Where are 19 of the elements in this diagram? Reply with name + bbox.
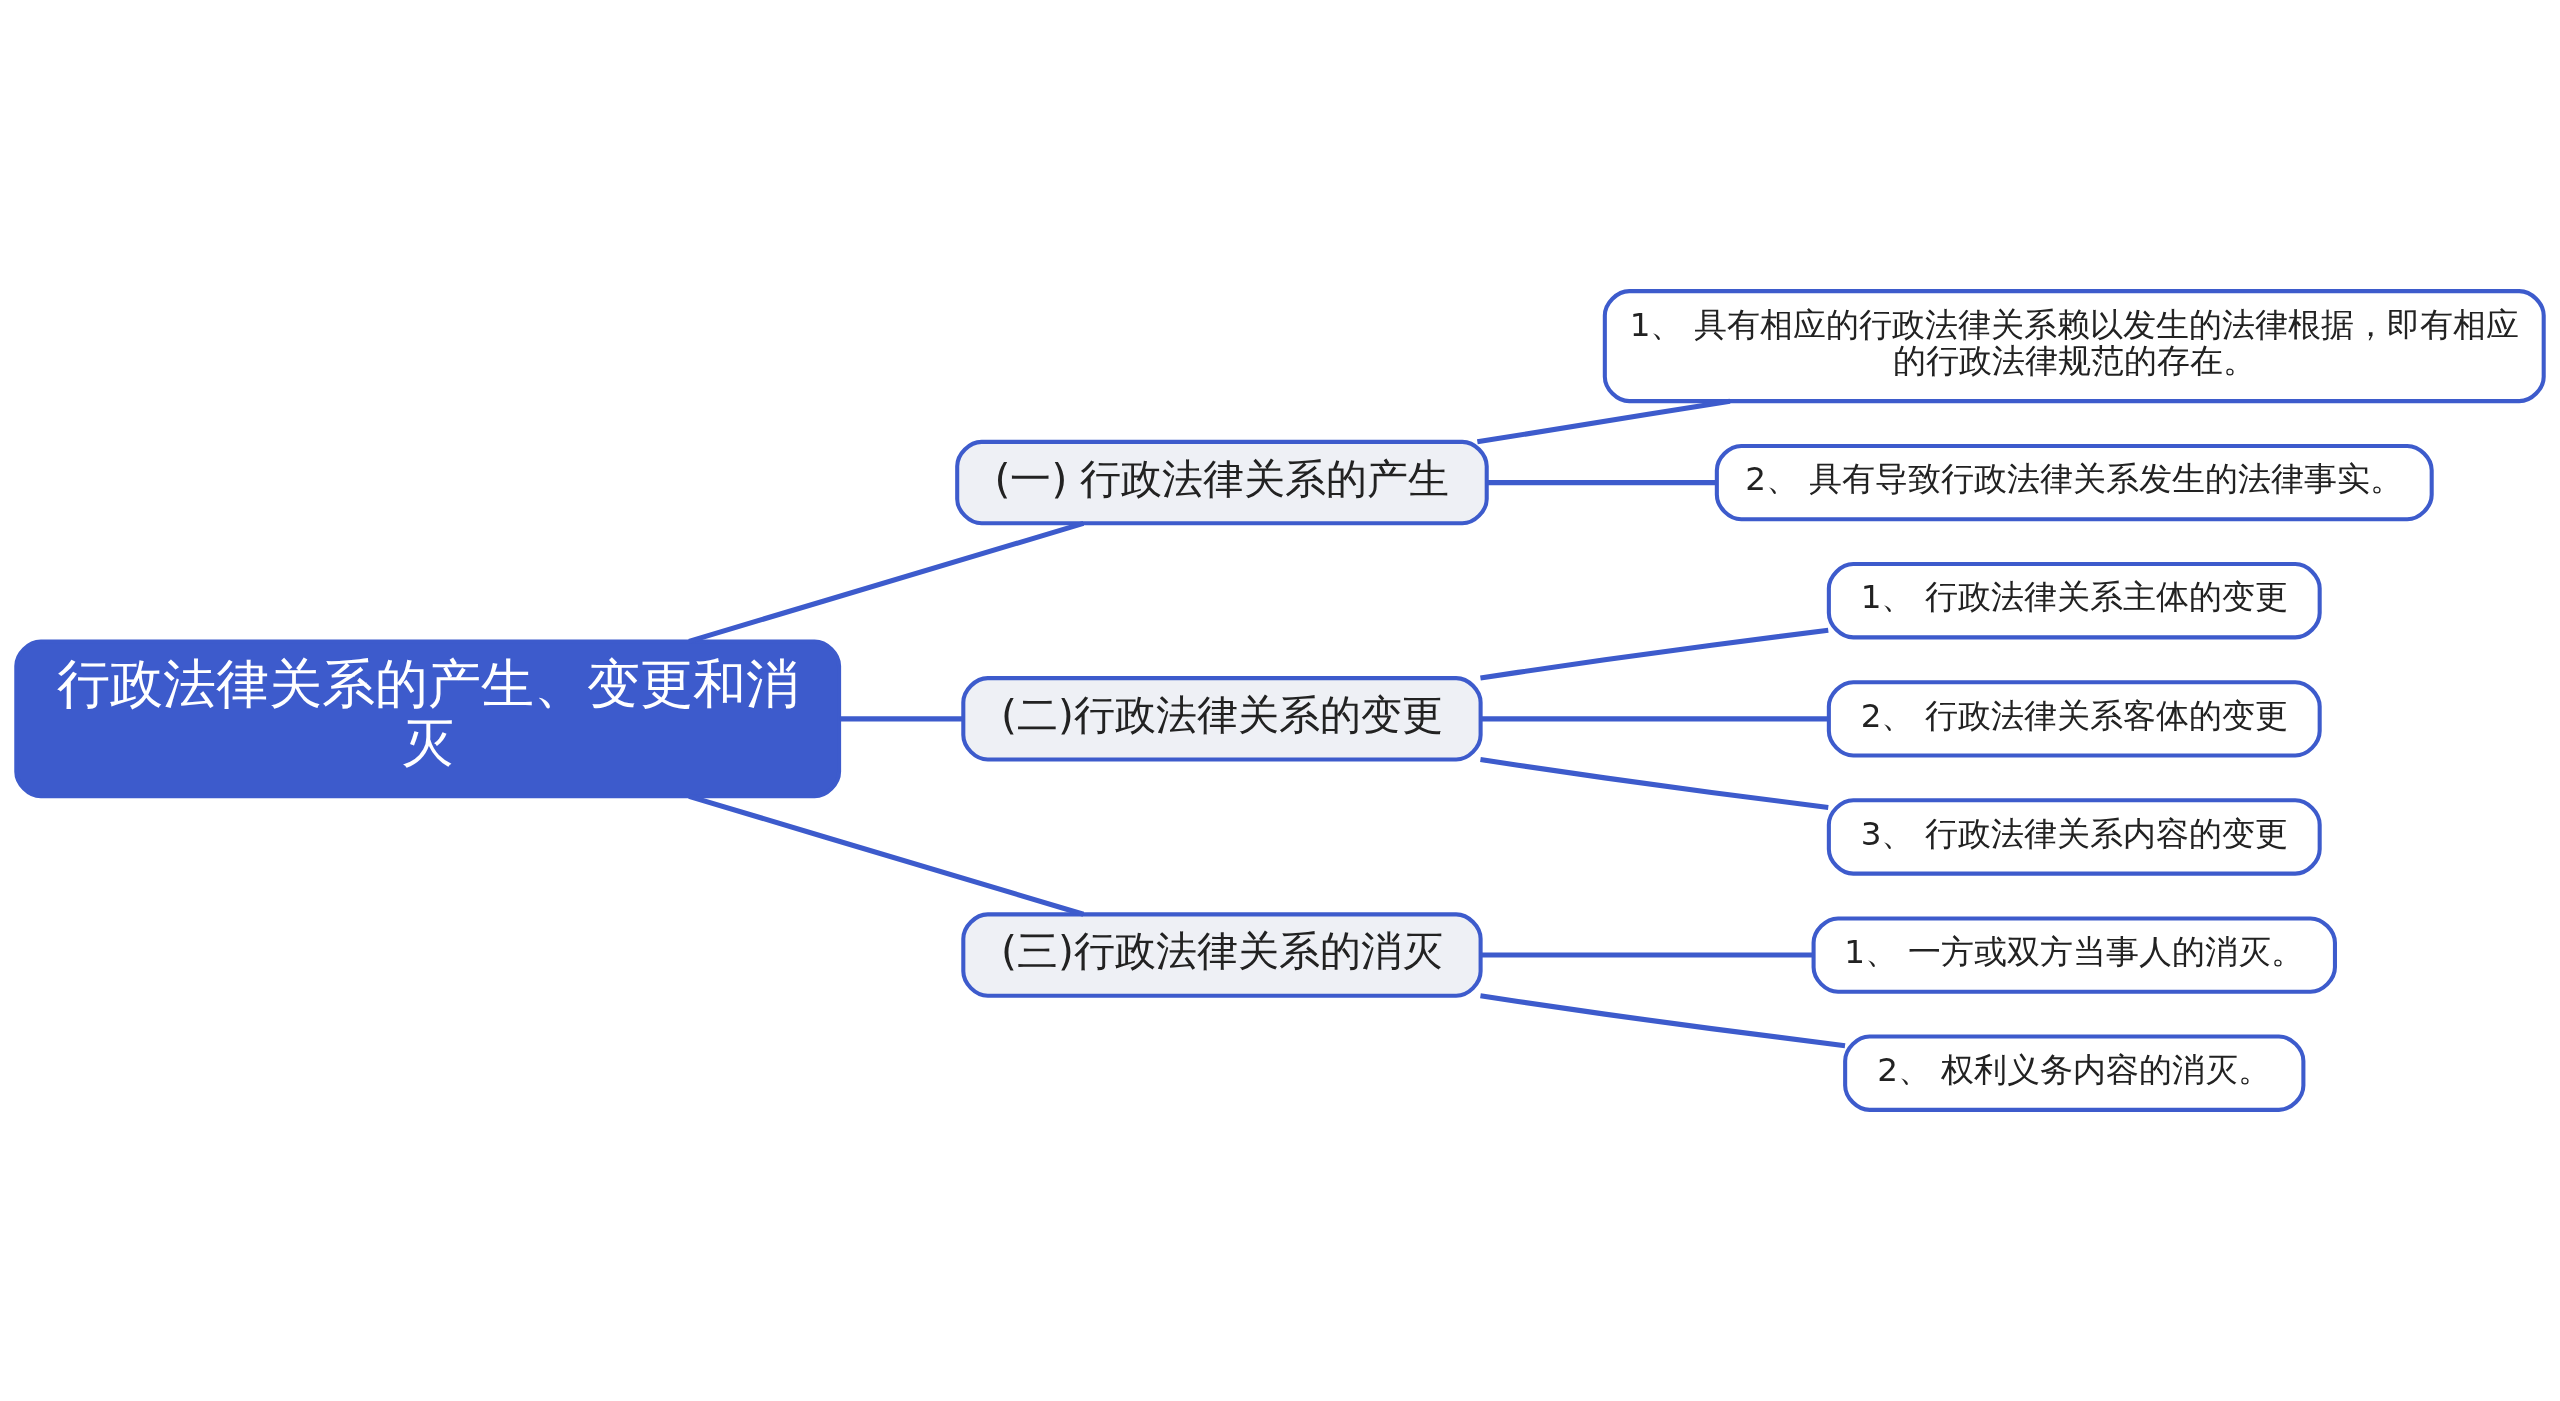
connector (1487, 480, 1717, 486)
node-box: 1、 行政法律关系主体的变更 (1826, 562, 2322, 640)
node-box: 2、 权利义务内容的消灭。 (1843, 1034, 2306, 1112)
connector (1480, 716, 1829, 722)
node-box: 2、 具有导致行政法律关系发生的法律事实。 (1714, 443, 2434, 522)
node-box: (三)行政法律关系的消灭 (961, 912, 1483, 998)
connector (1480, 627, 1829, 681)
node-box: (一) 行政法律关系的产生 (955, 439, 1489, 526)
node-box: 3、 行政法律关系内容的变更 (1826, 798, 2322, 876)
connector (1480, 757, 1829, 810)
connector (839, 716, 964, 722)
node-box: (二)行政法律关系的变更 (961, 676, 1483, 762)
node-box: 1、 一方或双方当事人的消灭。 (1811, 916, 2337, 994)
connector (1480, 952, 1814, 958)
node-box: 1、 具有相应的行政法律关系赖以发生的法律根据，即有相应的行政法律规范的存在。 (1602, 289, 2546, 404)
node-box: 行政法律关系的产生、变更和消灭 (14, 639, 842, 799)
connector (1476, 398, 1731, 445)
node-box: 2、 行政法律关系客体的变更 (1826, 680, 2322, 758)
connector (1480, 993, 1846, 1049)
